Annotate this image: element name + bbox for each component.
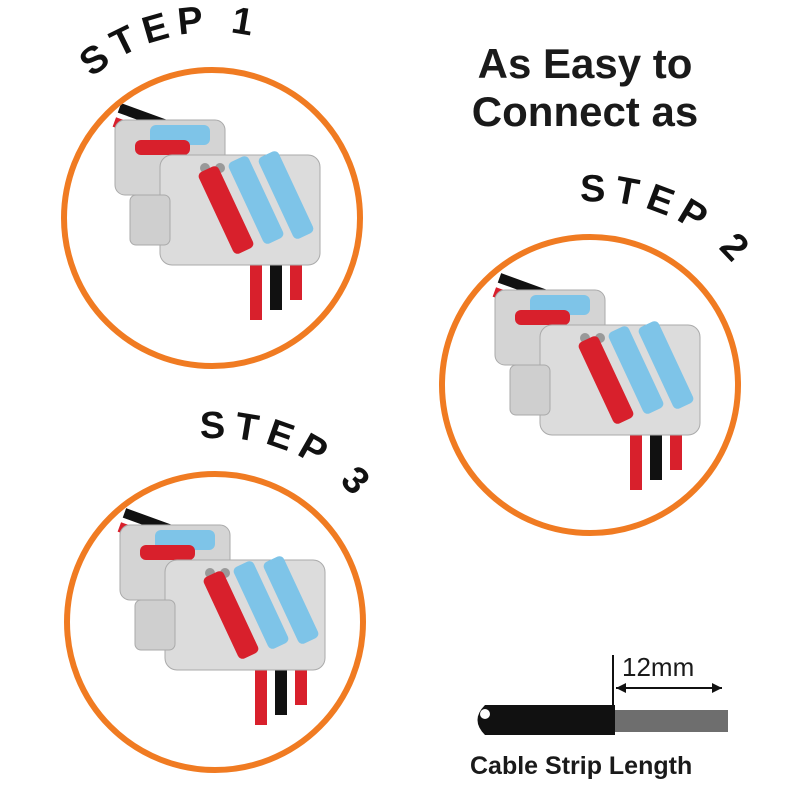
cable-caption: Cable Strip Length [470, 752, 693, 780]
step-3-circle: STEP 3 [64, 405, 375, 773]
strip-dimension: 12mm [622, 652, 695, 682]
step-2-circle: STEP 2 [439, 168, 754, 536]
step-1-circle: STEP 1 [61, 0, 363, 369]
headline-line-2: Connect as [471, 88, 699, 135]
cable-diagram [477, 655, 728, 735]
headline-line-1: As Easy to [477, 40, 693, 87]
headline: As Easy to Connect as [440, 40, 730, 136]
